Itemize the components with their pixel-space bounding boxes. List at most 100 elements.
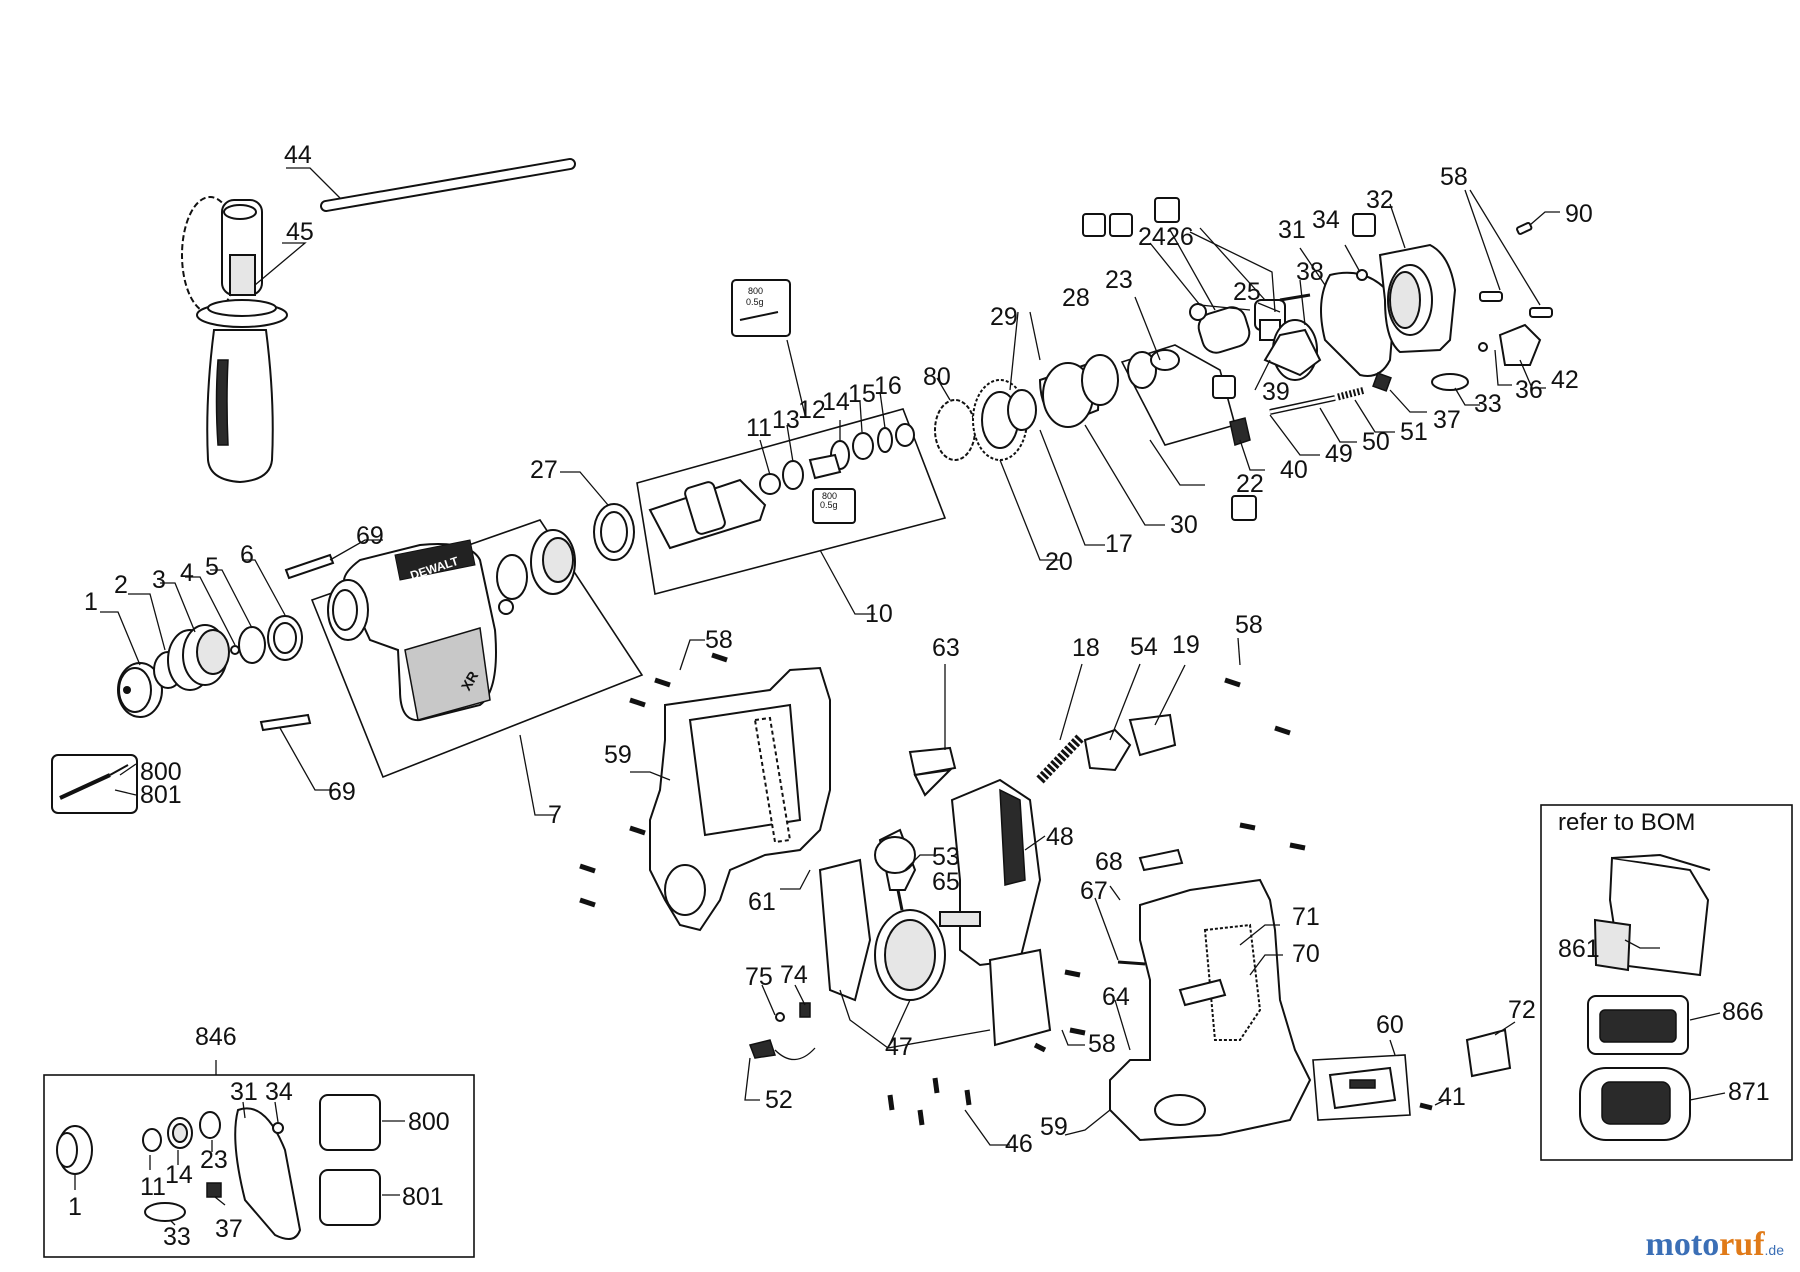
kit-label-801: 801: [402, 1183, 444, 1211]
kit-label-14: 14: [165, 1161, 193, 1189]
label-18: 18: [1072, 634, 1100, 662]
label-28: 28: [1062, 284, 1090, 312]
gear-housing: DEWALT XR: [310, 519, 644, 779]
field-47: [818, 858, 1052, 1047]
label-51: 51: [1400, 418, 1428, 446]
crank-38-39: [1263, 293, 1322, 381]
label-41: 41: [1438, 1083, 1466, 1111]
label-50: 50: [1362, 428, 1390, 456]
label-39: 39: [1262, 378, 1290, 406]
lube-tool-800-801: [51, 754, 138, 814]
label-63: 63: [932, 634, 960, 662]
label-90: 90: [1565, 200, 1593, 228]
small-parts-33-42: [1356, 221, 1553, 392]
label-58-top: 58: [1440, 163, 1468, 191]
label-7: 7: [548, 801, 562, 829]
svg-text:800: 800: [748, 286, 763, 296]
kit-label-31: 31: [230, 1078, 258, 1106]
label-59-top: 59: [604, 741, 632, 769]
label-801: 801: [140, 781, 182, 809]
label-65: 65: [932, 868, 960, 896]
label-25: 25: [1233, 278, 1261, 306]
label-49: 49: [1325, 440, 1353, 468]
kit-label-23: 23: [200, 1146, 228, 1174]
label-30: 30: [1170, 511, 1198, 539]
small-parts-65-68: [939, 848, 1184, 966]
side-handle: [181, 196, 288, 484]
label-29: 29: [990, 303, 1018, 331]
svg-text:800: 800: [822, 491, 837, 501]
label-64: 64: [1102, 983, 1130, 1011]
kit-846-box: [43, 1074, 475, 1258]
label-20: 20: [1045, 548, 1073, 576]
screws-58-left: [579, 652, 728, 908]
label-68: 68: [1095, 848, 1123, 876]
label-40: 40: [1280, 456, 1308, 484]
label-74: 74: [780, 961, 808, 989]
bom-label-871: 871: [1728, 1078, 1770, 1106]
kit-label-11: 11: [140, 1173, 166, 1201]
piston-24-26: [1189, 299, 1286, 354]
housing-half-left: [649, 666, 831, 932]
label-36: 36: [1515, 376, 1543, 404]
label-58-mid: 58: [1235, 611, 1263, 639]
label-16: 16: [874, 372, 902, 400]
label-53: 53: [932, 843, 960, 871]
label-58-left: 58: [705, 626, 733, 654]
label-17: 17: [1105, 530, 1133, 558]
label-2: 2: [114, 571, 128, 599]
grease-tag-main: 800 0.5g: [731, 279, 791, 337]
kit-label-1: 1: [68, 1193, 82, 1221]
label-32: 32: [1366, 186, 1394, 214]
label-23: 23: [1105, 266, 1133, 294]
battery-latch-60: [1312, 1054, 1411, 1121]
label-27: 27: [530, 456, 558, 484]
kit-label-800: 800: [408, 1108, 450, 1136]
label-846: 846: [195, 1023, 237, 1051]
label-26: 26: [1166, 223, 1194, 251]
kit-label-34: 34: [265, 1078, 293, 1106]
label-67: 67: [1080, 877, 1108, 905]
screws-46: [887, 1077, 972, 1126]
bom-title: refer to BOM: [1558, 809, 1695, 836]
label-31: 31: [1278, 216, 1306, 244]
label-60: 60: [1376, 1011, 1404, 1039]
bom-label-866: 866: [1722, 998, 1764, 1026]
label-22: 22: [1236, 470, 1264, 498]
label-59-bottom: 59: [1040, 1113, 1068, 1141]
label-47: 47: [885, 1033, 913, 1061]
spindle-assembly: [593, 408, 947, 595]
label-44: 44: [284, 141, 312, 169]
site-logo: motoruf.de: [1645, 1226, 1784, 1263]
label-1: 1: [84, 588, 98, 616]
label-800: 800: [140, 758, 182, 786]
label-75: 75: [745, 963, 773, 991]
label-34: 34: [1312, 206, 1340, 234]
label-37: 37: [1433, 406, 1461, 434]
label-45: 45: [286, 218, 314, 246]
label-10: 10: [865, 600, 893, 628]
switch-48: [950, 778, 1042, 967]
bom-box: refer to BOM: [1540, 804, 1793, 1161]
label-61: 61: [748, 888, 776, 916]
label-69-bottom: 69: [328, 778, 356, 806]
leader-lines: [74, 167, 1726, 1226]
grease-tag-12: 800 0.5g: [812, 488, 856, 524]
gear-20: [934, 379, 1037, 461]
housing-rear: [1109, 878, 1312, 1142]
label-38: 38: [1296, 258, 1324, 286]
label-46: 46: [1005, 1130, 1033, 1158]
label-33: 33: [1474, 390, 1502, 418]
svg-text:0.5g: 0.5g: [746, 297, 764, 307]
label-80: 80: [923, 363, 951, 391]
label-72: [1465, 1028, 1512, 1078]
kit-label-33: 33: [163, 1223, 191, 1251]
nose-cap: [117, 662, 163, 718]
label-58-bottom: 58: [1088, 1030, 1116, 1058]
label-6: 6: [240, 541, 254, 569]
clutch-28-30: [1038, 344, 1236, 446]
kit-label-37: 37: [215, 1215, 243, 1243]
label-14: 14: [822, 388, 850, 416]
rods-49-51: [1229, 386, 1366, 446]
